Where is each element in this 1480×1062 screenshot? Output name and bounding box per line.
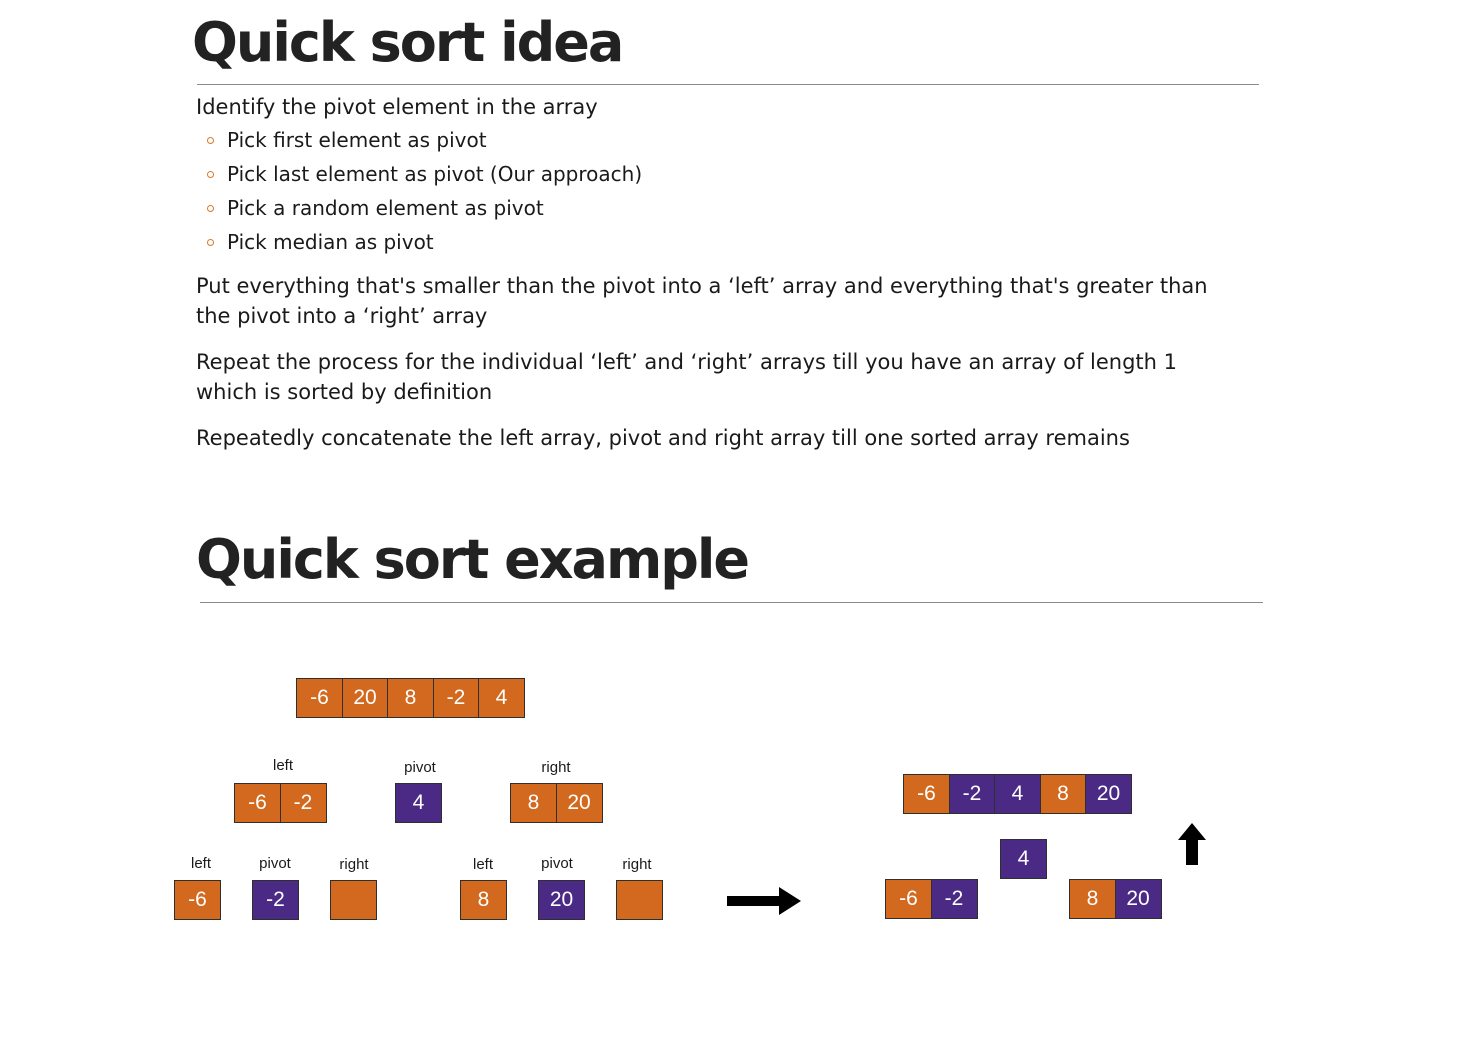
right-array bbox=[616, 880, 663, 920]
array-cell: 4 bbox=[395, 783, 442, 823]
left-array: 8 bbox=[460, 880, 507, 920]
example-title-rule bbox=[200, 602, 1263, 603]
idea-intro: Identify the pivot element in the array bbox=[196, 95, 598, 119]
pivot-option: Pick first element as pivot bbox=[227, 128, 487, 152]
merge-pivot: 4 bbox=[1000, 839, 1047, 879]
pivot-option: Pick last element as pivot (Our approach… bbox=[227, 162, 643, 186]
right-label: right bbox=[339, 856, 369, 873]
array-cell: 20 bbox=[555, 783, 603, 823]
pivot-array: 20 bbox=[538, 880, 585, 920]
array-cell bbox=[330, 880, 377, 920]
pivot-label: pivot bbox=[404, 759, 436, 776]
array-cell: -2 bbox=[279, 783, 327, 823]
array-cell: 20 bbox=[1085, 774, 1132, 814]
concat-text: Repeatedly concatenate the left array, p… bbox=[196, 426, 1130, 450]
pivot-option: Pick median as pivot bbox=[227, 230, 434, 254]
array-cell: -6 bbox=[174, 880, 221, 920]
example-title: Quick sort example bbox=[196, 528, 750, 591]
array-cell: 8 bbox=[387, 678, 434, 718]
array-cell: -2 bbox=[930, 879, 978, 919]
pivot-label: pivot bbox=[259, 855, 291, 872]
idea-title-rule bbox=[197, 84, 1259, 85]
array-cell: -6 bbox=[296, 678, 343, 718]
pivot-array: 4 bbox=[395, 783, 442, 823]
array-cell: 8 bbox=[1039, 774, 1087, 814]
bullet-icon bbox=[207, 205, 214, 212]
array-cell: -6 bbox=[234, 783, 281, 823]
partition-text-line1: Put everything that's smaller than the p… bbox=[196, 274, 1208, 298]
array-cell: 4 bbox=[1000, 839, 1047, 879]
array-cell: -2 bbox=[948, 774, 996, 814]
array-cell: 4 bbox=[994, 774, 1041, 814]
array-cell: 20 bbox=[341, 678, 389, 718]
array-cell: -6 bbox=[903, 774, 950, 814]
right-label: right bbox=[622, 856, 652, 873]
left-label: left bbox=[190, 855, 212, 872]
arrow-right-icon bbox=[727, 887, 801, 915]
bullet-icon bbox=[207, 171, 214, 178]
pivot-option: Pick a random element as pivot bbox=[227, 196, 544, 220]
repeat-text-line2: which is sorted by definition bbox=[196, 380, 493, 404]
array-cell: 8 bbox=[460, 880, 507, 920]
left-label: left bbox=[272, 757, 294, 774]
array-cell: 20 bbox=[538, 880, 585, 920]
idea-title: Quick sort idea bbox=[192, 11, 624, 74]
array-cell: 8 bbox=[510, 783, 557, 823]
right-array bbox=[330, 880, 377, 920]
left-array: -6-2 bbox=[234, 783, 327, 823]
array-cell: -6 bbox=[885, 879, 932, 919]
left-array: -6 bbox=[174, 880, 221, 920]
right-label: right bbox=[541, 759, 571, 776]
repeat-text-line1: Repeat the process for the individual ‘l… bbox=[196, 350, 1178, 374]
partition-text-line2: the pivot into a ‘right’ array bbox=[196, 304, 488, 328]
arrow-up-icon bbox=[1178, 823, 1206, 865]
array-cell: 8 bbox=[1069, 879, 1116, 919]
bullet-icon bbox=[207, 239, 214, 246]
pivot-label: pivot bbox=[541, 855, 573, 872]
merge-left-array: -6-2 bbox=[885, 879, 978, 919]
bullet-icon bbox=[207, 137, 214, 144]
array-cell: -2 bbox=[252, 880, 299, 920]
array-cell: -2 bbox=[432, 678, 480, 718]
pivot-array: -2 bbox=[252, 880, 299, 920]
array-cell: 4 bbox=[478, 678, 525, 718]
left-label: left bbox=[472, 856, 494, 873]
array-cell: 20 bbox=[1114, 879, 1162, 919]
array-cell bbox=[616, 880, 663, 920]
